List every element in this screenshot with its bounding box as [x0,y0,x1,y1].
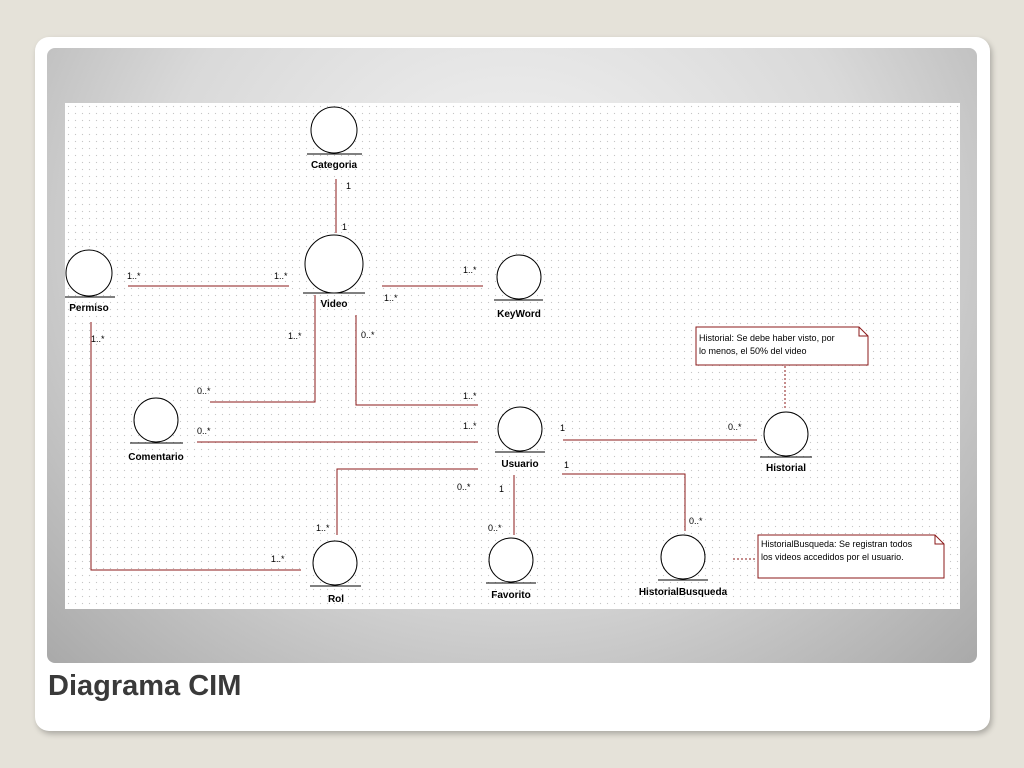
entity-categoria[interactable]: Categoria [307,106,362,171]
entity-label-usuario: Usuario [501,459,538,470]
assoc-usuario-rol [336,468,478,535]
entity-permiso[interactable]: Permiso [65,249,115,314]
note-historialbusqueda-line2: los videos accedidos por el usuario. [761,552,904,562]
entity-label-rol: Rol [328,594,344,605]
entity-label-historialbusqueda: HistorialBusqueda [639,587,728,598]
note-historial-line2: lo menos, el 50% del video [699,346,807,356]
mult-comentario-usuario-comentario: 0..* [197,426,211,436]
mult-permiso-rol-rol: 1..* [271,554,285,564]
assoc-permiso-rol [90,322,301,571]
mult-comentario-usuario-usuario: 1..* [463,421,477,431]
entity-label-historial: Historial [766,463,806,474]
entity-label-comentario: Comentario [128,452,184,463]
mult-video-usuario-video: 0..* [361,330,375,340]
mult-usuario-historial-historial: 0..* [728,422,742,432]
entity-rol[interactable]: Rol [310,540,361,605]
mult-permiso-rol-top: 1..* [91,334,105,344]
entity-favorito[interactable]: Favorito [486,537,536,601]
entity-label-favorito: Favorito [491,590,530,601]
assoc-video-usuario [355,315,478,406]
note-historialbusqueda-line1: HistorialBusqueda: Se registran todos [761,539,913,549]
note-historial[interactable]: Historial: Se debe haber visto, por lo m… [695,326,869,366]
entity-historialbusqueda[interactable]: HistorialBusqueda [639,534,728,598]
entity-usuario[interactable]: Usuario [495,406,545,470]
mult-usuario-favorito-usuario: 1 [499,484,504,494]
mult-usuario-hb-usuario: 1 [564,460,569,470]
note-historial-line1: Historial: Se debe haber visto, por [699,333,835,343]
mult-usuario-favorito-favorito: 0..* [488,523,502,533]
slide-title: Diagrama CIM [48,670,242,702]
entity-keyword[interactable]: KeyWord [494,254,543,320]
mult-video-comentario-comentario: 0..* [197,386,211,396]
entity-historial[interactable]: Historial [760,411,812,474]
mult-video-usuario-usuario: 1..* [463,391,477,401]
mult-permiso-video-left: 1..* [127,271,141,281]
cim-diagram: Categoria Video Permiso KeyWord Comentar… [65,106,945,605]
associations [90,179,757,571]
entity-label-video: Video [320,299,347,310]
mult-permiso-video-right: 1..* [274,271,288,281]
assoc-usuario-historialbusqueda [562,473,686,531]
mult-categoria-video-bottom: 1 [342,222,347,232]
entity-comentario[interactable]: Comentario [128,397,184,463]
mult-categoria-video-top: 1 [346,181,351,191]
assoc-video-comentario [210,295,316,403]
entity-label-keyword: KeyWord [497,309,541,320]
diagram-canvas: Categoria Video Permiso KeyWord Comentar… [65,103,960,609]
entity-label-categoria: Categoria [311,160,358,171]
note-historialbusqueda[interactable]: HistorialBusqueda: Se registran todos lo… [757,534,945,579]
mult-video-keyword-right: 1..* [463,265,477,275]
mult-video-comentario-video: 1..* [288,331,302,341]
multiplicity-labels: 1 1 1..* 1..* 1..* 1..* 1..* 1..* 0..* 0… [91,181,742,564]
mult-usuario-historial-usuario: 1 [560,423,565,433]
mult-video-keyword-left: 1..* [384,293,398,303]
entity-label-permiso: Permiso [69,303,108,314]
mult-usuario-hb-hb: 0..* [689,516,703,526]
mult-usuario-rol-rol: 1..* [316,523,330,533]
entity-video[interactable]: Video [303,234,365,310]
mult-usuario-rol-usuario: 0..* [457,482,471,492]
